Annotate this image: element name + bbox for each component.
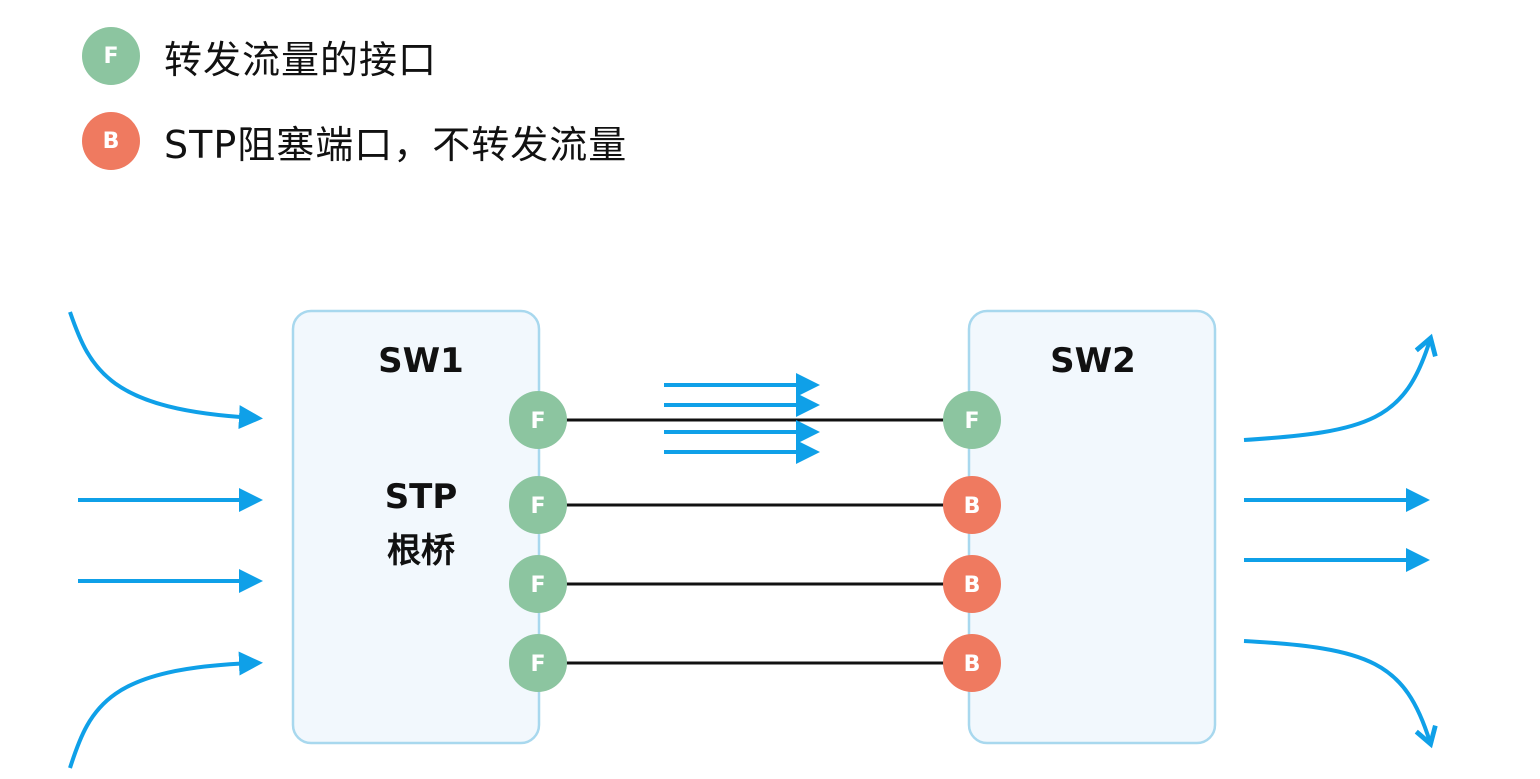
port-label: B: [964, 494, 981, 519]
sw1-name: SW1: [378, 341, 464, 381]
legend-text-forwarding: 转发流量的接口: [164, 37, 438, 82]
port-circle: [943, 476, 1001, 534]
incoming-arrow: [68, 311, 263, 430]
port-label: B: [964, 652, 981, 677]
sw1-port-forwarding: F: [509, 634, 567, 692]
blocked-port-badge: B: [82, 112, 140, 170]
sw1-role-root-bridge: 根桥: [387, 531, 455, 571]
port-label: F: [530, 494, 545, 519]
links-group: [538, 418, 972, 665]
port-circle: [509, 634, 567, 692]
sw2-name: SW2: [1050, 341, 1136, 381]
port-label: F: [964, 409, 979, 434]
port-circle: [509, 555, 567, 613]
port-label: B: [964, 573, 981, 598]
forwarding-port-badge: F: [82, 27, 140, 85]
legend-item-forwarding: F 转发流量的接口: [82, 27, 437, 85]
legend-text-blocked: STP阻塞端口，不转发流量: [164, 122, 628, 167]
outgoing-arrow: [1243, 333, 1438, 442]
sw1-port-forwarding: F: [509, 555, 567, 613]
sw1-role-stp: STP: [385, 477, 458, 517]
port-label: F: [530, 652, 545, 677]
port-circle: [509, 476, 567, 534]
sw1-port-forwarding: F: [509, 476, 567, 534]
sw1-port-forwarding: F: [509, 391, 567, 449]
port-circle: [943, 555, 1001, 613]
port-label: F: [530, 409, 545, 434]
incoming-traffic: [68, 311, 263, 769]
port-label: F: [530, 573, 545, 598]
sw2-port-blocked: B: [943, 634, 1001, 692]
ports-group: F F F B F B F B: [509, 391, 1001, 692]
legend-item-blocked: B STP阻塞端口，不转发流量: [82, 112, 627, 170]
sw2-port-blocked: B: [943, 555, 1001, 613]
incoming-arrow: [68, 651, 263, 769]
port-circle: [509, 391, 567, 449]
outgoing-traffic: [1243, 333, 1438, 749]
sw2-port-blocked: B: [943, 476, 1001, 534]
inter-switch-traffic: [664, 373, 820, 464]
outgoing-arrow: [1243, 639, 1438, 749]
port-circle: [943, 391, 1001, 449]
port-circle: [943, 634, 1001, 692]
sw2-port-forwarding: F: [943, 391, 1001, 449]
